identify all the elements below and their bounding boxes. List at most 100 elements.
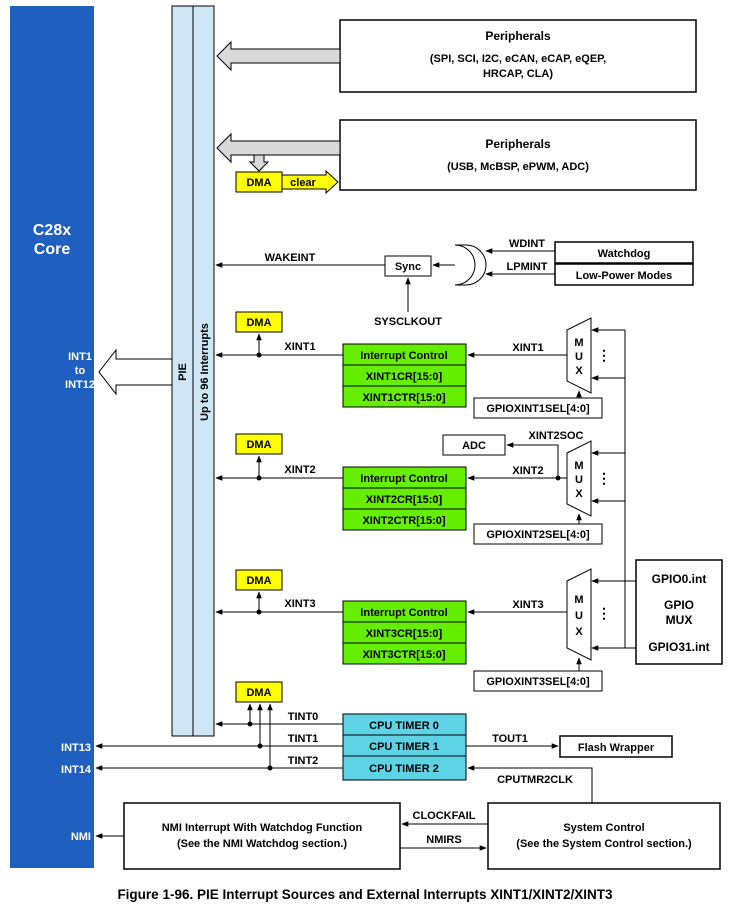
xint1-sel-label: GPIOXINT1SEL[4:0]: [486, 403, 590, 415]
adc-box: [442, 434, 506, 456]
wdint-label: WDINT: [509, 238, 545, 250]
watchdog-box: [554, 241, 694, 264]
c28x-core-block: [10, 6, 94, 868]
pie-interrupt-column: [192, 5, 215, 737]
peripherals-2-dma-branch: [248, 154, 270, 172]
sync-label: Sync: [395, 261, 421, 273]
peripherals-2-title: Peripherals: [485, 137, 551, 151]
dma-box-xint3: [235, 569, 283, 591]
peripherals-2-bus-arrow: [216, 132, 341, 164]
gpio-mux-box: [635, 559, 723, 665]
dma-box-xint1: [235, 311, 283, 333]
xint1-ctrl-label: Interrupt Control: [360, 350, 447, 362]
xint1-mux-u: U: [575, 351, 583, 363]
peripherals-1-line2: HRCAP, CLA): [483, 68, 553, 80]
sync-box: [384, 255, 432, 277]
xint1-mux-m: M: [574, 337, 583, 349]
nmirs-label: NMIRS: [426, 834, 461, 846]
pie-label: PIE: [177, 363, 189, 381]
xint2-signal-label: XINT2: [284, 464, 315, 476]
xint2-mux-label: XINT2: [512, 465, 543, 477]
adc-label: ADC: [462, 440, 486, 452]
xint2-mux-u: U: [575, 474, 583, 486]
core-int12-label: INT12: [65, 379, 95, 391]
cpu-timer-2-label: CPU TIMER 2: [369, 763, 439, 775]
xint2soc-line: [506, 442, 559, 478]
xint2-mux-x: X: [575, 488, 583, 500]
dma-clear-label: clear: [290, 177, 316, 189]
xint3-mux-label: XINT3: [512, 599, 543, 611]
sysclkout-label: SYSCLKOUT: [374, 316, 442, 328]
cpu-timer-1-label: CPU TIMER 1: [369, 741, 439, 753]
core-label-line1: C28x: [33, 222, 71, 239]
dma-label-xint2: DMA: [246, 439, 271, 451]
dma-label-timers: DMA: [246, 687, 271, 699]
xint3-mux: [566, 568, 592, 661]
flash-wrapper-label: Flash Wrapper: [578, 742, 655, 754]
peripherals-box-1: [339, 19, 697, 93]
peripherals-box-2: [339, 119, 697, 191]
figure-caption: Figure 1-96. PIE Interrupt Sources and E…: [117, 887, 613, 902]
wakeint-label: WAKEINT: [265, 252, 316, 264]
nmi-watchdog-box: [123, 802, 401, 870]
tout1-label: TOUT1: [492, 733, 528, 745]
xint3-signal-label: XINT3: [284, 598, 315, 610]
xint2soc-label: XINT2SOC: [528, 430, 583, 442]
dma-box-timers: [235, 681, 283, 703]
low-power-modes-label: Low-Power Modes: [576, 270, 673, 282]
core-label-line2: Core: [34, 241, 71, 258]
xint3-mux-u: U: [575, 610, 583, 622]
core-int14-label: INT14: [61, 764, 92, 776]
xint1-mux-x: X: [575, 365, 583, 377]
dma-label-xint3: DMA: [246, 575, 271, 587]
cputmr2clk-line: [467, 765, 593, 803]
xint3-mux-x: X: [575, 626, 583, 638]
xint3-mux-m: M: [574, 594, 583, 606]
dma-clear-arrow: [281, 169, 339, 195]
tint0-label: TINT0: [288, 711, 319, 723]
xint1-signal-label: XINT1: [284, 341, 315, 353]
xint2-sel-label: GPIOXINT2SEL[4:0]: [486, 529, 590, 541]
xint3-mux-dots: ⋮: [597, 605, 611, 621]
peripherals-1-line1: (SPI, SCI, I2C, eCAN, eCAP, eQEP,: [430, 53, 606, 65]
xint1-ctr-label: XINT1CTR[15:0]: [362, 392, 445, 404]
xint2-ctrl-label: Interrupt Control: [360, 473, 447, 485]
gpio-mux-label-2: MUX: [666, 613, 693, 627]
xint3-ctrl-label: Interrupt Control: [360, 607, 447, 619]
xint2-cr-label: XINT2CR[15:0]: [366, 494, 443, 506]
xint2-mux-dots: ⋮: [597, 470, 611, 486]
xint3-sel-label: GPIOXINT3SEL[4:0]: [486, 676, 590, 688]
clockfail-label: CLOCKFAIL: [413, 810, 476, 822]
flash-wrapper-box: [559, 735, 673, 758]
xint1-mux-dots: ⋮: [597, 347, 611, 363]
xint1-mux: [566, 317, 592, 394]
gpio-mux-label-1: GPIO: [664, 598, 694, 612]
core-int1-label: INT1: [68, 351, 92, 363]
system-control-title: System Control: [563, 822, 644, 834]
peripherals-1-title: Peripherals: [485, 29, 551, 43]
peripherals-1-bus-arrow: [216, 40, 341, 72]
tint2-label: TINT2: [288, 755, 319, 767]
dma-label-xint1: DMA: [246, 317, 271, 329]
xint2-mux: [566, 440, 592, 517]
low-power-modes-box: [554, 263, 694, 286]
cputmr2clk-label: CPUTMR2CLK: [497, 774, 573, 786]
cpu-timer-2: [342, 755, 467, 781]
core-nmi-label: NMI: [71, 831, 91, 843]
xint3-cr-label: XINT3CR[15:0]: [366, 628, 443, 640]
tint1-label: TINT1: [288, 733, 319, 745]
lpmint-label: LPMINT: [507, 261, 548, 273]
xint3-sel-box: [473, 670, 603, 692]
cpu-timer-0-label: CPU TIMER 0: [369, 720, 439, 732]
xint1-cr-label: XINT1CR[15:0]: [366, 371, 443, 383]
gpio31-label: GPIO31.int: [648, 640, 709, 654]
system-control-box: [487, 802, 721, 870]
core-to-label: to: [75, 365, 86, 377]
xint2-ctr-label: XINT2CTR[15:0]: [362, 515, 445, 527]
gpio0-label: GPIO0.int: [652, 572, 707, 586]
nmi-note: (See the NMI Watchdog section.): [177, 838, 347, 850]
xint2-sel-box: [473, 523, 603, 545]
xint1-ctr-register: [342, 385, 467, 408]
dma-box-xint2: [235, 433, 283, 455]
